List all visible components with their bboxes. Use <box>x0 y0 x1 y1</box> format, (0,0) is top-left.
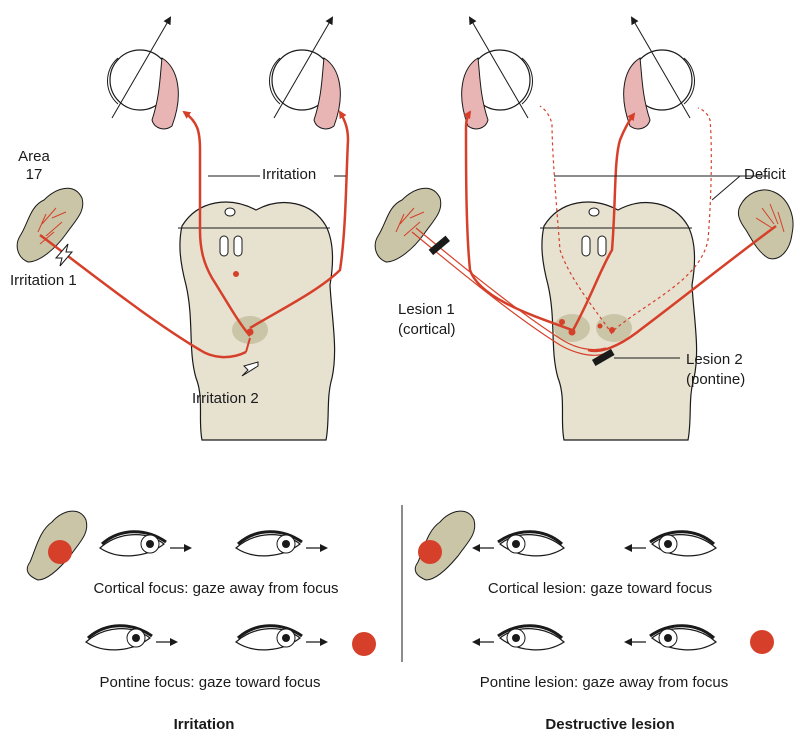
eye-top-left-2 <box>270 18 341 129</box>
eye-pontine-focus-1 <box>86 626 152 650</box>
area17-cortex-left <box>17 188 83 262</box>
panel-title-irritation: Irritation <box>174 716 235 734</box>
top-left-panel <box>17 18 348 440</box>
eye-pontine-focus-2 <box>236 626 302 650</box>
eye-top-left-1 <box>108 18 179 129</box>
eye-cortical-focus-1 <box>100 532 166 556</box>
eye-top-right-1 <box>462 18 533 129</box>
cortical-focus-dot <box>48 540 72 564</box>
eye-cortical-focus-2 <box>236 532 302 556</box>
eye-cortical-lesion-1 <box>498 532 564 556</box>
eye-cortical-lesion-2 <box>650 532 716 556</box>
irritation1-label: Irritation 1 <box>10 272 77 290</box>
eye-top-right-2 <box>624 18 695 129</box>
cortical-focus-caption: Cortical focus: gaze away from focus <box>93 580 338 598</box>
lesion2-label: Lesion 2 (pontine) <box>686 350 745 390</box>
panel-title-destructive-lesion: Destructive lesion <box>545 716 674 734</box>
pontine-lesion-dot <box>750 630 774 654</box>
pontine-focus-caption: Pontine focus: gaze toward focus <box>100 674 321 692</box>
deficit-label: Deficit <box>744 166 786 184</box>
eye-pontine-lesion-1 <box>498 626 564 650</box>
cortical-lesion-dot <box>418 540 442 564</box>
area17-label: Area 17 <box>14 148 54 184</box>
irritation-label: Irritation <box>262 166 316 184</box>
lesion1-label: Lesion 1 (cortical) <box>398 300 456 340</box>
cortical-lesion-caption: Cortical lesion: gaze toward focus <box>488 580 712 598</box>
pontine-focus-dot <box>352 632 376 656</box>
irritation1-arrow <box>56 244 72 266</box>
eye-pontine-lesion-2 <box>650 626 716 650</box>
irritation2-label: Irritation 2 <box>192 390 259 408</box>
lesion1-block <box>429 236 450 256</box>
pontine-lesion-caption: Pontine lesion: gaze away from focus <box>480 674 728 692</box>
